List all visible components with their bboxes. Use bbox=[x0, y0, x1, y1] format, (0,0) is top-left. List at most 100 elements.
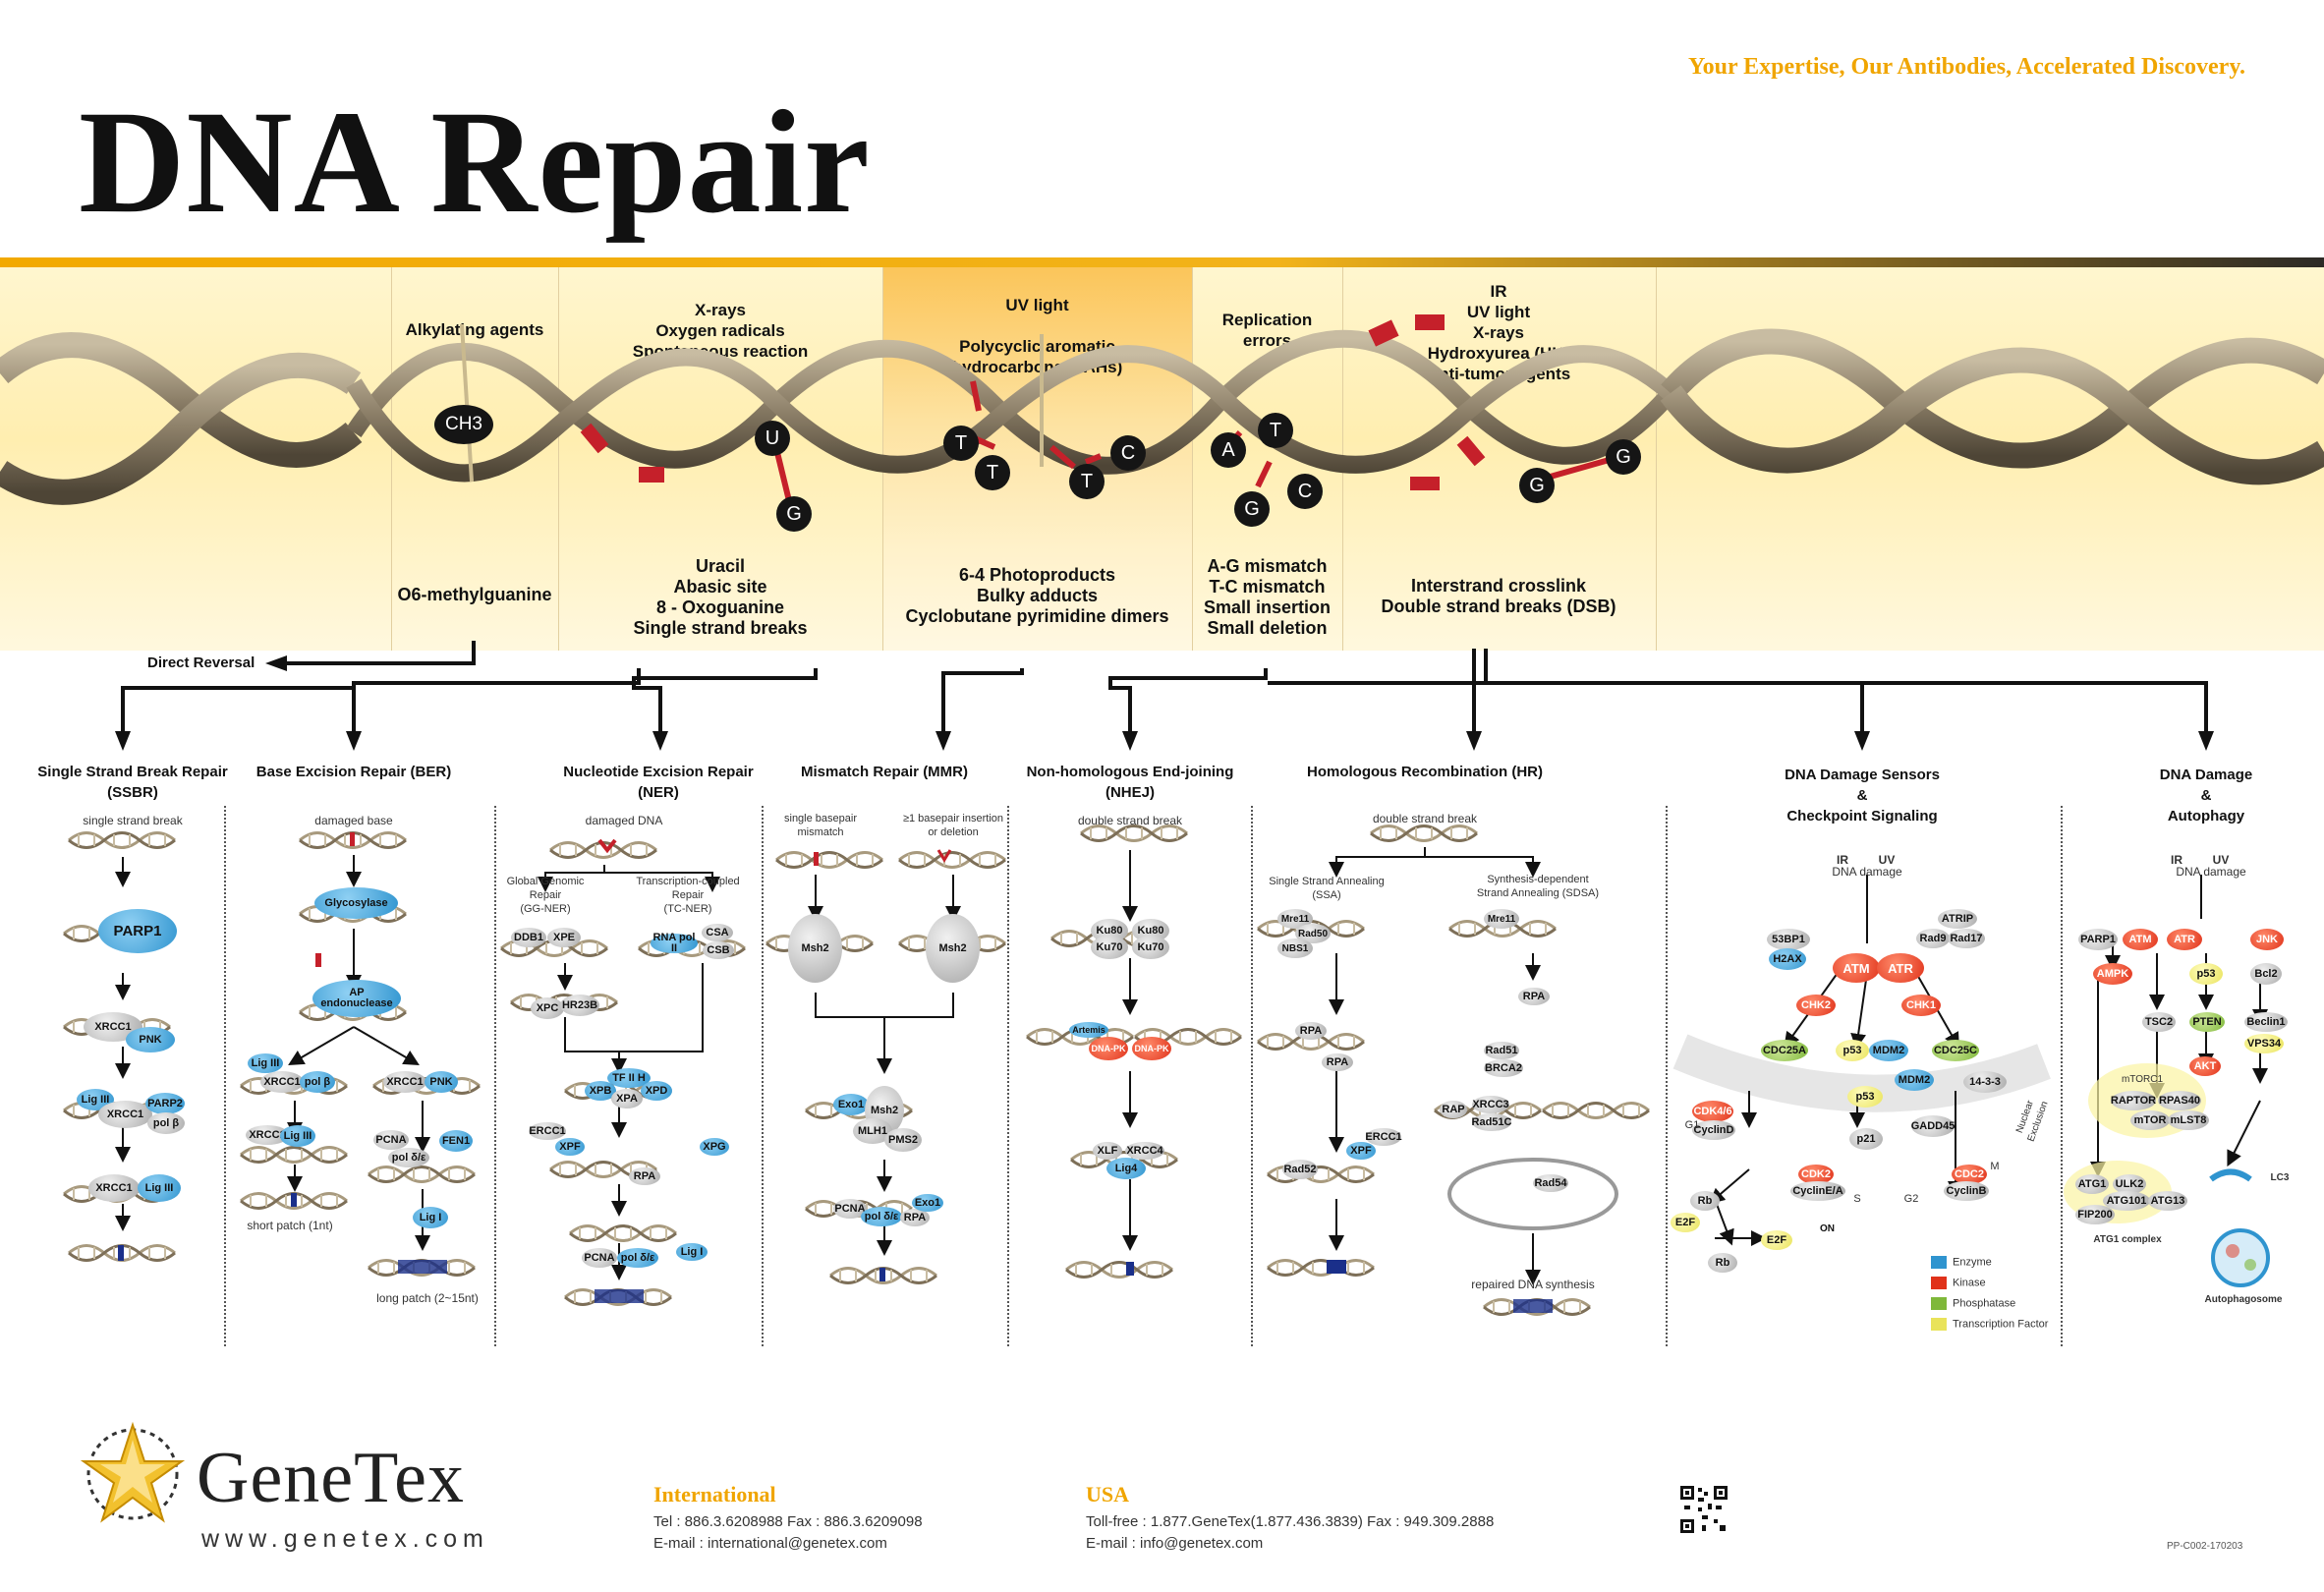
protein-ddb1: DDB1 bbox=[511, 928, 546, 947]
protein-label: Lig III bbox=[144, 1181, 174, 1194]
protein-rap: RAP bbox=[1440, 1101, 1467, 1118]
protein-xpf: XPF bbox=[555, 1138, 585, 1156]
protein-rna-pol2: RNA pol II bbox=[651, 933, 698, 954]
base-label: A bbox=[1221, 438, 1235, 461]
protein-xpg: XPG bbox=[700, 1138, 729, 1156]
pathway-diagrams bbox=[62, 824, 2270, 1316]
protein-label: ATR bbox=[2174, 933, 2195, 945]
protein-label: ATG1 bbox=[2077, 1177, 2107, 1190]
protein-xpd: XPD bbox=[641, 1081, 672, 1101]
protein-label: CDC25C bbox=[1933, 1044, 1977, 1056]
protein-xpf: XPF bbox=[1346, 1142, 1376, 1160]
protein-tf2h: TF II H bbox=[607, 1068, 651, 1088]
protein-pten: PTEN bbox=[2189, 1012, 2225, 1032]
protein-ercc1: ERCC1 bbox=[1365, 1128, 1402, 1146]
protein-label: JNK bbox=[2255, 933, 2278, 945]
protein-label: FEN1 bbox=[441, 1134, 471, 1147]
protein-rpas40: RPAS40 bbox=[2158, 1091, 2201, 1110]
protein-label: RAPTOR bbox=[2110, 1094, 2157, 1107]
protein-pcna: PCNA bbox=[373, 1130, 409, 1150]
protein-label: XRCC1 bbox=[94, 1020, 132, 1033]
protein-label: Rad51 bbox=[1485, 1044, 1518, 1056]
protein-label: MDM2 bbox=[1872, 1044, 1905, 1056]
protein-label: CDC25A bbox=[1762, 1044, 1806, 1056]
protein-jnk: JNK bbox=[2250, 929, 2284, 950]
protein-label: FIP200 bbox=[2077, 1208, 2113, 1221]
protein-label: Exo1 bbox=[914, 1196, 941, 1209]
protein-label: PTEN bbox=[2192, 1015, 2222, 1028]
section-title-hr: Homologous Recombination (HR) bbox=[1307, 764, 1543, 780]
intl-heading: International bbox=[653, 1482, 776, 1507]
protein-label: Rb bbox=[1697, 1194, 1713, 1207]
protein-atg13: ATG13 bbox=[2148, 1191, 2187, 1211]
agent-column bbox=[558, 267, 883, 651]
protein-pnk: PNK bbox=[126, 1027, 175, 1052]
protein-rad50: Rad50 bbox=[1295, 924, 1331, 943]
base-ch3: CH3 bbox=[434, 405, 493, 444]
protein-nbs1: NBS1 bbox=[1277, 938, 1313, 958]
protein-label: XRCC3 bbox=[1472, 1098, 1509, 1110]
protein-pol-delta: pol δ/ε bbox=[388, 1148, 429, 1167]
protein-label: XRCC4 bbox=[1126, 1144, 1163, 1157]
protein-atrip: ATRIP bbox=[1938, 909, 1977, 929]
protein-label: Rad50 bbox=[1297, 928, 1328, 939]
protein-rad51: Rad51 bbox=[1484, 1042, 1519, 1059]
protein-label: VPS34 bbox=[2246, 1037, 2282, 1050]
protein-label: Mre11 bbox=[1280, 913, 1310, 925]
legend-item-kinase: Kinase bbox=[1931, 1277, 2048, 1289]
phase-m: M bbox=[1990, 1161, 2000, 1172]
protein-label: XPF bbox=[1350, 1144, 1372, 1157]
protein-p21: p21 bbox=[1849, 1128, 1883, 1150]
protein-xpa: XPA bbox=[611, 1089, 643, 1109]
label-atg1-complex: ATG1 complex bbox=[2093, 1234, 2162, 1245]
base-label: T bbox=[954, 431, 968, 454]
protein-label: XPB bbox=[589, 1084, 612, 1097]
protein-exo1: Exo1 bbox=[833, 1094, 869, 1115]
protein-exo1: Exo1 bbox=[912, 1194, 943, 1212]
protein-raptor: RAPTOR bbox=[2111, 1091, 2156, 1110]
protein-label: Rad54 bbox=[1534, 1176, 1567, 1189]
phase-g2: G2 bbox=[1903, 1193, 1919, 1205]
protein-lig1: Lig I bbox=[413, 1207, 448, 1228]
lesion-ber: Uracil Abasic site 8 - Oxoguanine Single… bbox=[633, 556, 808, 638]
protein-label: Ku80 bbox=[1137, 924, 1164, 937]
protein-label: pol δ/ε bbox=[864, 1210, 899, 1222]
genetex-url[interactable]: www.genetex.com bbox=[201, 1525, 489, 1553]
protein-label: mLST8 bbox=[2170, 1113, 2207, 1126]
protein-label: ATRIP bbox=[1941, 912, 1974, 925]
protein-label: BRCA2 bbox=[1485, 1061, 1522, 1074]
usa-email[interactable]: E-mail : info@genetex.com bbox=[1086, 1535, 1264, 1552]
base-label: T bbox=[1269, 419, 1282, 441]
protein-pol-beta: pol β bbox=[300, 1071, 335, 1093]
section-title-ner: Nucleotide Excision Repair (NER) bbox=[563, 764, 754, 801]
hr-branch-ssa: Single Strand Annealing (SSA) bbox=[1269, 876, 1385, 901]
protein-beclin1: Beclin1 bbox=[2244, 1012, 2288, 1032]
base-label: C bbox=[1120, 441, 1136, 464]
protein-label: TF II H bbox=[612, 1071, 646, 1084]
protein-label: ATM bbox=[2128, 933, 2152, 945]
protein-label: CyclinE/A bbox=[1792, 1184, 1843, 1197]
protein-label: XRCC1 bbox=[263, 1075, 301, 1088]
protein-label: Artemis bbox=[1072, 1024, 1105, 1035]
base-label: U bbox=[765, 426, 780, 449]
protein-label: RPA bbox=[1522, 990, 1546, 1002]
direct-reversal-label: Direct Reversal bbox=[147, 654, 255, 671]
protein-glycosylase: Glycosylase bbox=[314, 887, 398, 919]
protein-bcl2: Bcl2 bbox=[2250, 963, 2282, 985]
protein-xrcc1: XRCC1 bbox=[98, 1101, 152, 1128]
protein-cdc2: CDC2 bbox=[1952, 1165, 1987, 1184]
protein-label: ERCC1 bbox=[1365, 1130, 1402, 1143]
autophagy-uv: UV bbox=[2212, 853, 2230, 867]
protein-xrcc3: XRCC3 bbox=[1472, 1096, 1509, 1113]
protein-xpc: XPC bbox=[531, 997, 564, 1019]
protein-label: XRCC1 bbox=[249, 1128, 286, 1141]
base-t: T bbox=[943, 426, 979, 461]
base-label: G bbox=[1529, 474, 1545, 496]
protein-xrcc1: XRCC1 bbox=[88, 1174, 140, 1202]
hr-sub: double strand break bbox=[1372, 812, 1478, 825]
intl-email[interactable]: E-mail : international@genetex.com bbox=[653, 1535, 887, 1552]
protein-label: ERCC1 bbox=[529, 1124, 566, 1137]
legend-item-enzyme: Enzyme bbox=[1931, 1256, 2048, 1269]
section-divider bbox=[1251, 806, 1253, 1346]
section-title-checkpoint: DNA Damage Sensors & Checkpoint Signalin… bbox=[1785, 767, 1940, 824]
